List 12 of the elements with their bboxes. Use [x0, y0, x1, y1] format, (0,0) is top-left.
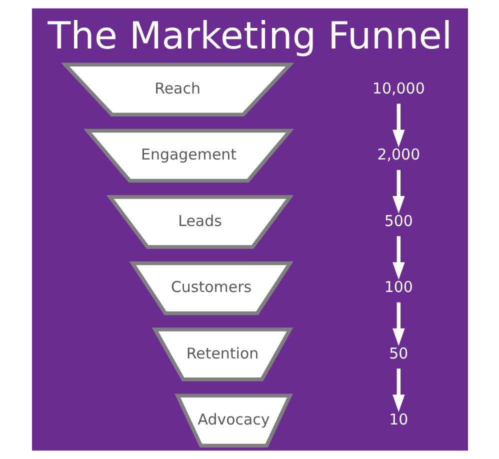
arrow	[392, 302, 404, 346]
arrow	[392, 170, 404, 214]
node-text: 10,000	[372, 79, 424, 98]
node-text: 100	[384, 278, 412, 296]
diagram-title: The Marketing Funnel	[47, 13, 452, 58]
node-text: 500	[384, 212, 412, 230]
node-text: 10	[388, 410, 408, 429]
node-text: 50	[388, 344, 408, 362]
arrow	[392, 236, 404, 280]
node-text: 2,000	[376, 146, 420, 164]
arrow	[392, 368, 404, 412]
arrow	[392, 104, 404, 148]
